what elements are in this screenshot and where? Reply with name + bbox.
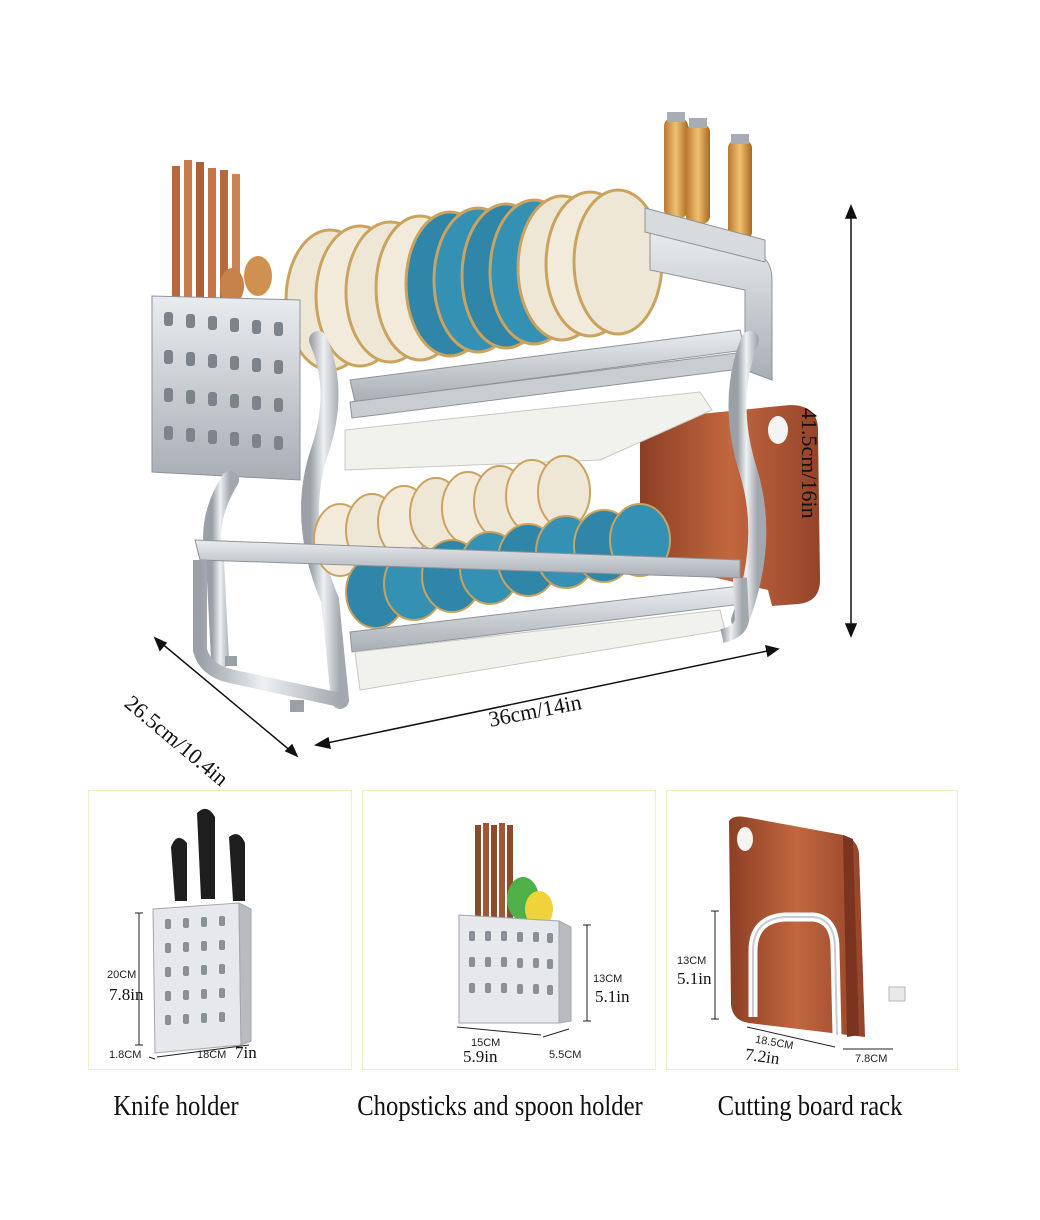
cutting-board-rack-panel: 13CM 5.1in 18.5CM 7.2in 7.8CM xyxy=(666,790,958,1070)
chopsticks-holder-height-in: 5.1in xyxy=(595,987,630,1006)
utensil-holder xyxy=(151,295,301,481)
chopsticks-holder-illustration xyxy=(456,823,591,1038)
upper-plates xyxy=(284,188,664,372)
lower-bowls xyxy=(313,455,671,629)
lower-tier xyxy=(193,539,750,712)
knife-holder-height-cm: 20CM xyxy=(107,969,137,981)
cutting-board-rack-depth-cm: 7.8CM xyxy=(855,1053,888,1065)
cutting-board-rack-height-in: 5.1in xyxy=(677,969,712,988)
height-dimension-label: 41.5cm/16in xyxy=(797,408,822,519)
chopsticks-holder-width-cm: 15CM xyxy=(471,1037,501,1049)
chopsticks-holder-caption: Chopsticks and spoon holder xyxy=(357,1090,643,1122)
cutting-board-rack-caption: Cutting board rack xyxy=(717,1090,903,1122)
chopsticks-holder-width-in: 5.9in xyxy=(463,1047,498,1066)
upper-tier xyxy=(349,207,773,419)
chopsticks-and-spoons xyxy=(172,160,272,318)
dish-rack-illustration xyxy=(151,112,858,758)
chopsticks-holder-depth-cm: 5.5CM xyxy=(549,1049,582,1061)
cutting-board-rack-height-cm: 13CM xyxy=(677,955,707,967)
knife-holder-width-cm: 18CM xyxy=(197,1049,227,1061)
knife-holder-height-in: 7.8in xyxy=(109,985,144,1004)
knife-holder-width-in: 7in xyxy=(235,1043,257,1062)
dimension-lines xyxy=(153,204,858,758)
cutting-board-rack-illustration xyxy=(711,816,906,1050)
knife-holder-caption: Knife holder xyxy=(113,1090,239,1122)
knife-holder-panel: 20CM 7.8in 1.8CM 18CM 7in xyxy=(88,790,352,1070)
cutting-board xyxy=(640,405,820,606)
upper-drip-tray xyxy=(344,391,713,471)
knives xyxy=(664,112,752,240)
knife-holder-illustration xyxy=(135,808,252,1060)
chopsticks-holder-panel: 13CM 5.1in 15CM 5.9in 5.5CM xyxy=(362,790,656,1070)
knife-holder-depth-cm: 1.8CM xyxy=(109,1049,142,1061)
chopsticks-holder-height-cm: 13CM xyxy=(593,973,623,985)
